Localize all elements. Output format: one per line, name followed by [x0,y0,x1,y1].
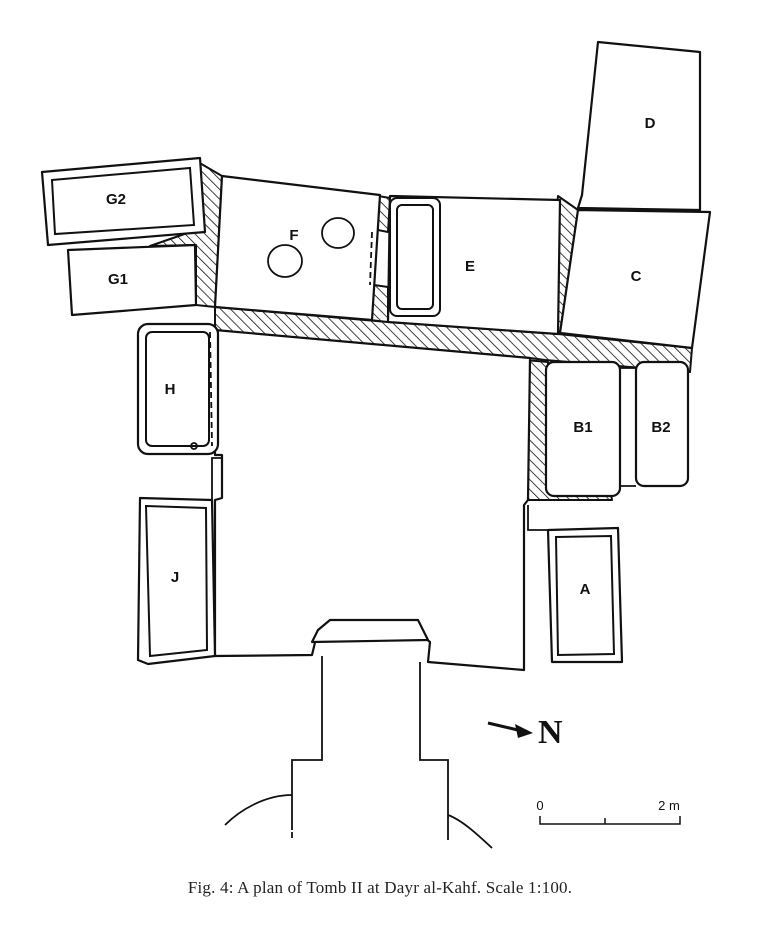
north-arrow [487,721,533,738]
room-H-inner [145,331,210,447]
room-B2 [634,360,690,488]
room-label-G1: G1 [108,271,128,288]
room-J-connector [211,457,222,500]
tomb-plan-diagram: A B1 B2 C D E F G1 G2 H J N 0 2 m [40,40,712,849]
b1-b2-gap [620,367,636,487]
room-A-inner [554,534,616,657]
room-C [558,208,712,350]
pit-circle-2 [321,217,355,249]
room-label-G2: G2 [106,191,126,208]
figure-caption: Fig. 4: A plan of Tomb II at Dayr al-Kah… [187,878,573,897]
entrance-corridor-right [419,662,449,840]
room-label-C: C [631,268,642,285]
room-label-E: E [465,258,475,275]
room-J-inner [144,504,209,658]
north-label: N [538,714,563,751]
scale-bar-start-label: 0 [536,798,543,813]
room-F [213,174,382,322]
entrance-corridor [291,656,323,830]
ground-line-left [224,794,293,826]
room-label-D: D [645,115,656,132]
room-F-dash [369,231,373,286]
room-G2-inner [50,166,196,236]
room-H-dash [209,331,213,447]
room-label-B1: B1 [573,419,592,436]
room-label-J: J [171,569,179,586]
pit-circle-1 [267,244,303,278]
room-H-hole [190,442,198,450]
room-B1 [544,360,622,498]
room-A-connector [527,505,548,531]
room-label-B2: B2 [651,419,670,436]
room-label-A: A [580,581,591,598]
room-D [576,40,702,212]
entrance-step [310,618,430,644]
room-label-F: F [289,227,298,244]
scale-bar-end-label: 2 m [658,798,680,813]
scale-bar [539,816,681,825]
room-label-H: H [165,381,176,398]
ground-line-right [447,814,493,849]
room-G1 [66,243,198,317]
room-E-niche-inner [396,204,434,310]
